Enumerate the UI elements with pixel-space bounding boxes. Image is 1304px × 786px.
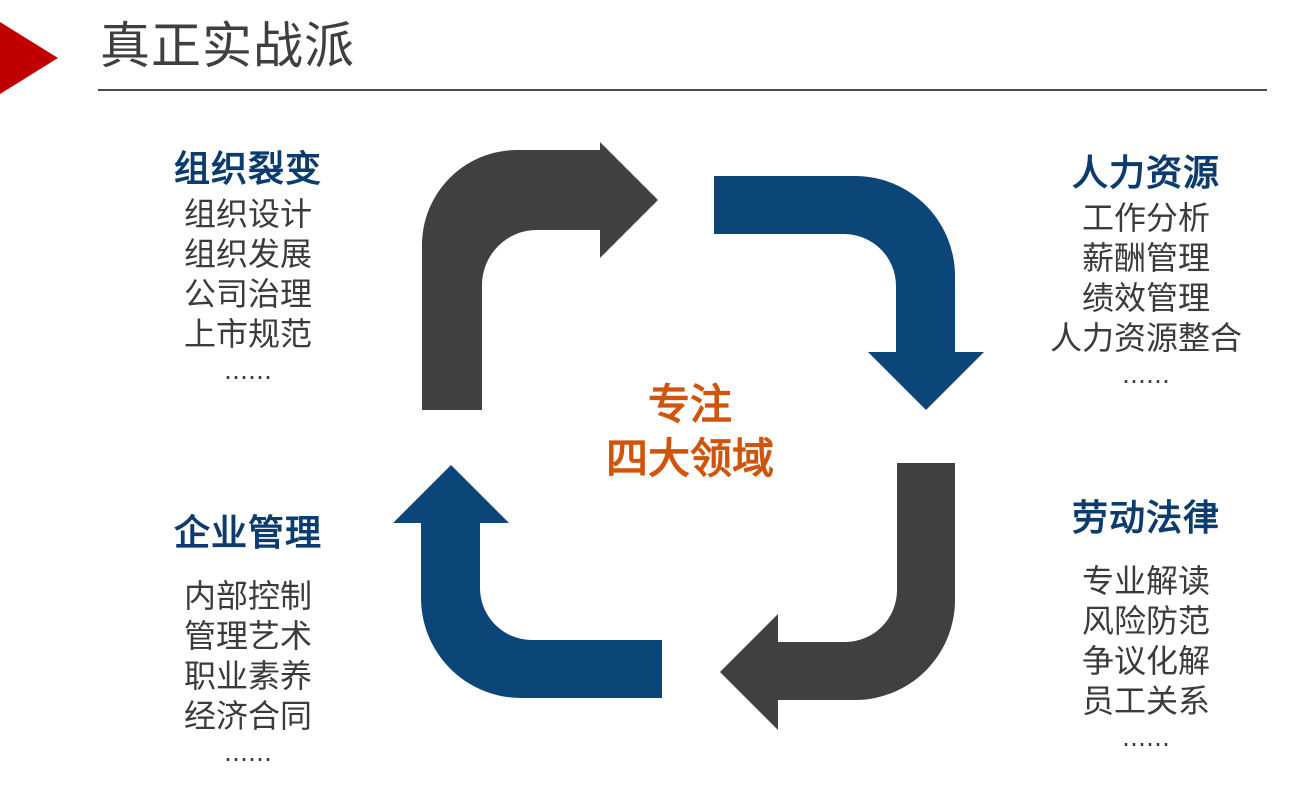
block-enterprise-management: 企业管理 内部控制 管理艺术 职业素养 经济合同 …… [123, 512, 373, 770]
accent-triangle-icon [0, 22, 58, 94]
list-ellipsis: …… [224, 357, 272, 385]
list-item: 管理艺术 [183, 617, 312, 655]
list-item: 争议化解 [1081, 642, 1210, 680]
list-item: 经济合同 [183, 697, 312, 735]
block-human-resources: 人力资源 工作分析 薪酬管理 绩效管理 人力资源整合 …… [1021, 152, 1271, 392]
list-item: 专业解读 [1081, 562, 1210, 600]
arrow-bottom-left [393, 465, 662, 698]
list-item: 上市规范 [183, 315, 312, 353]
list-item: 员工关系 [1081, 682, 1210, 720]
center-line-1: 专注 [647, 380, 732, 429]
block-org-fission: 组织裂变 组织设计 组织发展 公司治理 上市规范 …… [123, 148, 373, 388]
list-item: 工作分析 [1081, 199, 1210, 237]
list-item: 薪酬管理 [1081, 239, 1210, 277]
block-heading: 人力资源 [1071, 153, 1220, 194]
arrow-top-right [714, 176, 984, 410]
list-item: 风险防范 [1081, 602, 1210, 640]
center-line-2: 四大领域 [605, 434, 774, 483]
list-item: 绩效管理 [1081, 279, 1210, 317]
title-divider [98, 89, 1267, 91]
arrow-bottom-right [720, 463, 955, 730]
list-item: 人力资源整合 [1049, 319, 1242, 357]
list-ellipsis: …… [1122, 361, 1170, 389]
center-label: 专注 四大领域 [560, 378, 820, 486]
list-item: 职业素养 [183, 657, 312, 695]
block-heading: 企业管理 [173, 513, 322, 554]
list-item: 公司治理 [183, 275, 312, 313]
arrow-top-left [422, 142, 658, 410]
block-labor-law: 劳动法律 专业解读 风险防范 争议化解 员工关系 …… [1021, 497, 1271, 755]
page-title: 真正实战派 [100, 17, 355, 75]
list-item: 组织设计 [183, 195, 312, 233]
list-ellipsis: …… [224, 739, 272, 767]
list-ellipsis: …… [1122, 724, 1170, 752]
block-heading: 组织裂变 [173, 149, 322, 190]
list-item: 组织发展 [183, 235, 312, 273]
list-item: 内部控制 [183, 577, 312, 615]
block-heading: 劳动法律 [1071, 498, 1220, 539]
